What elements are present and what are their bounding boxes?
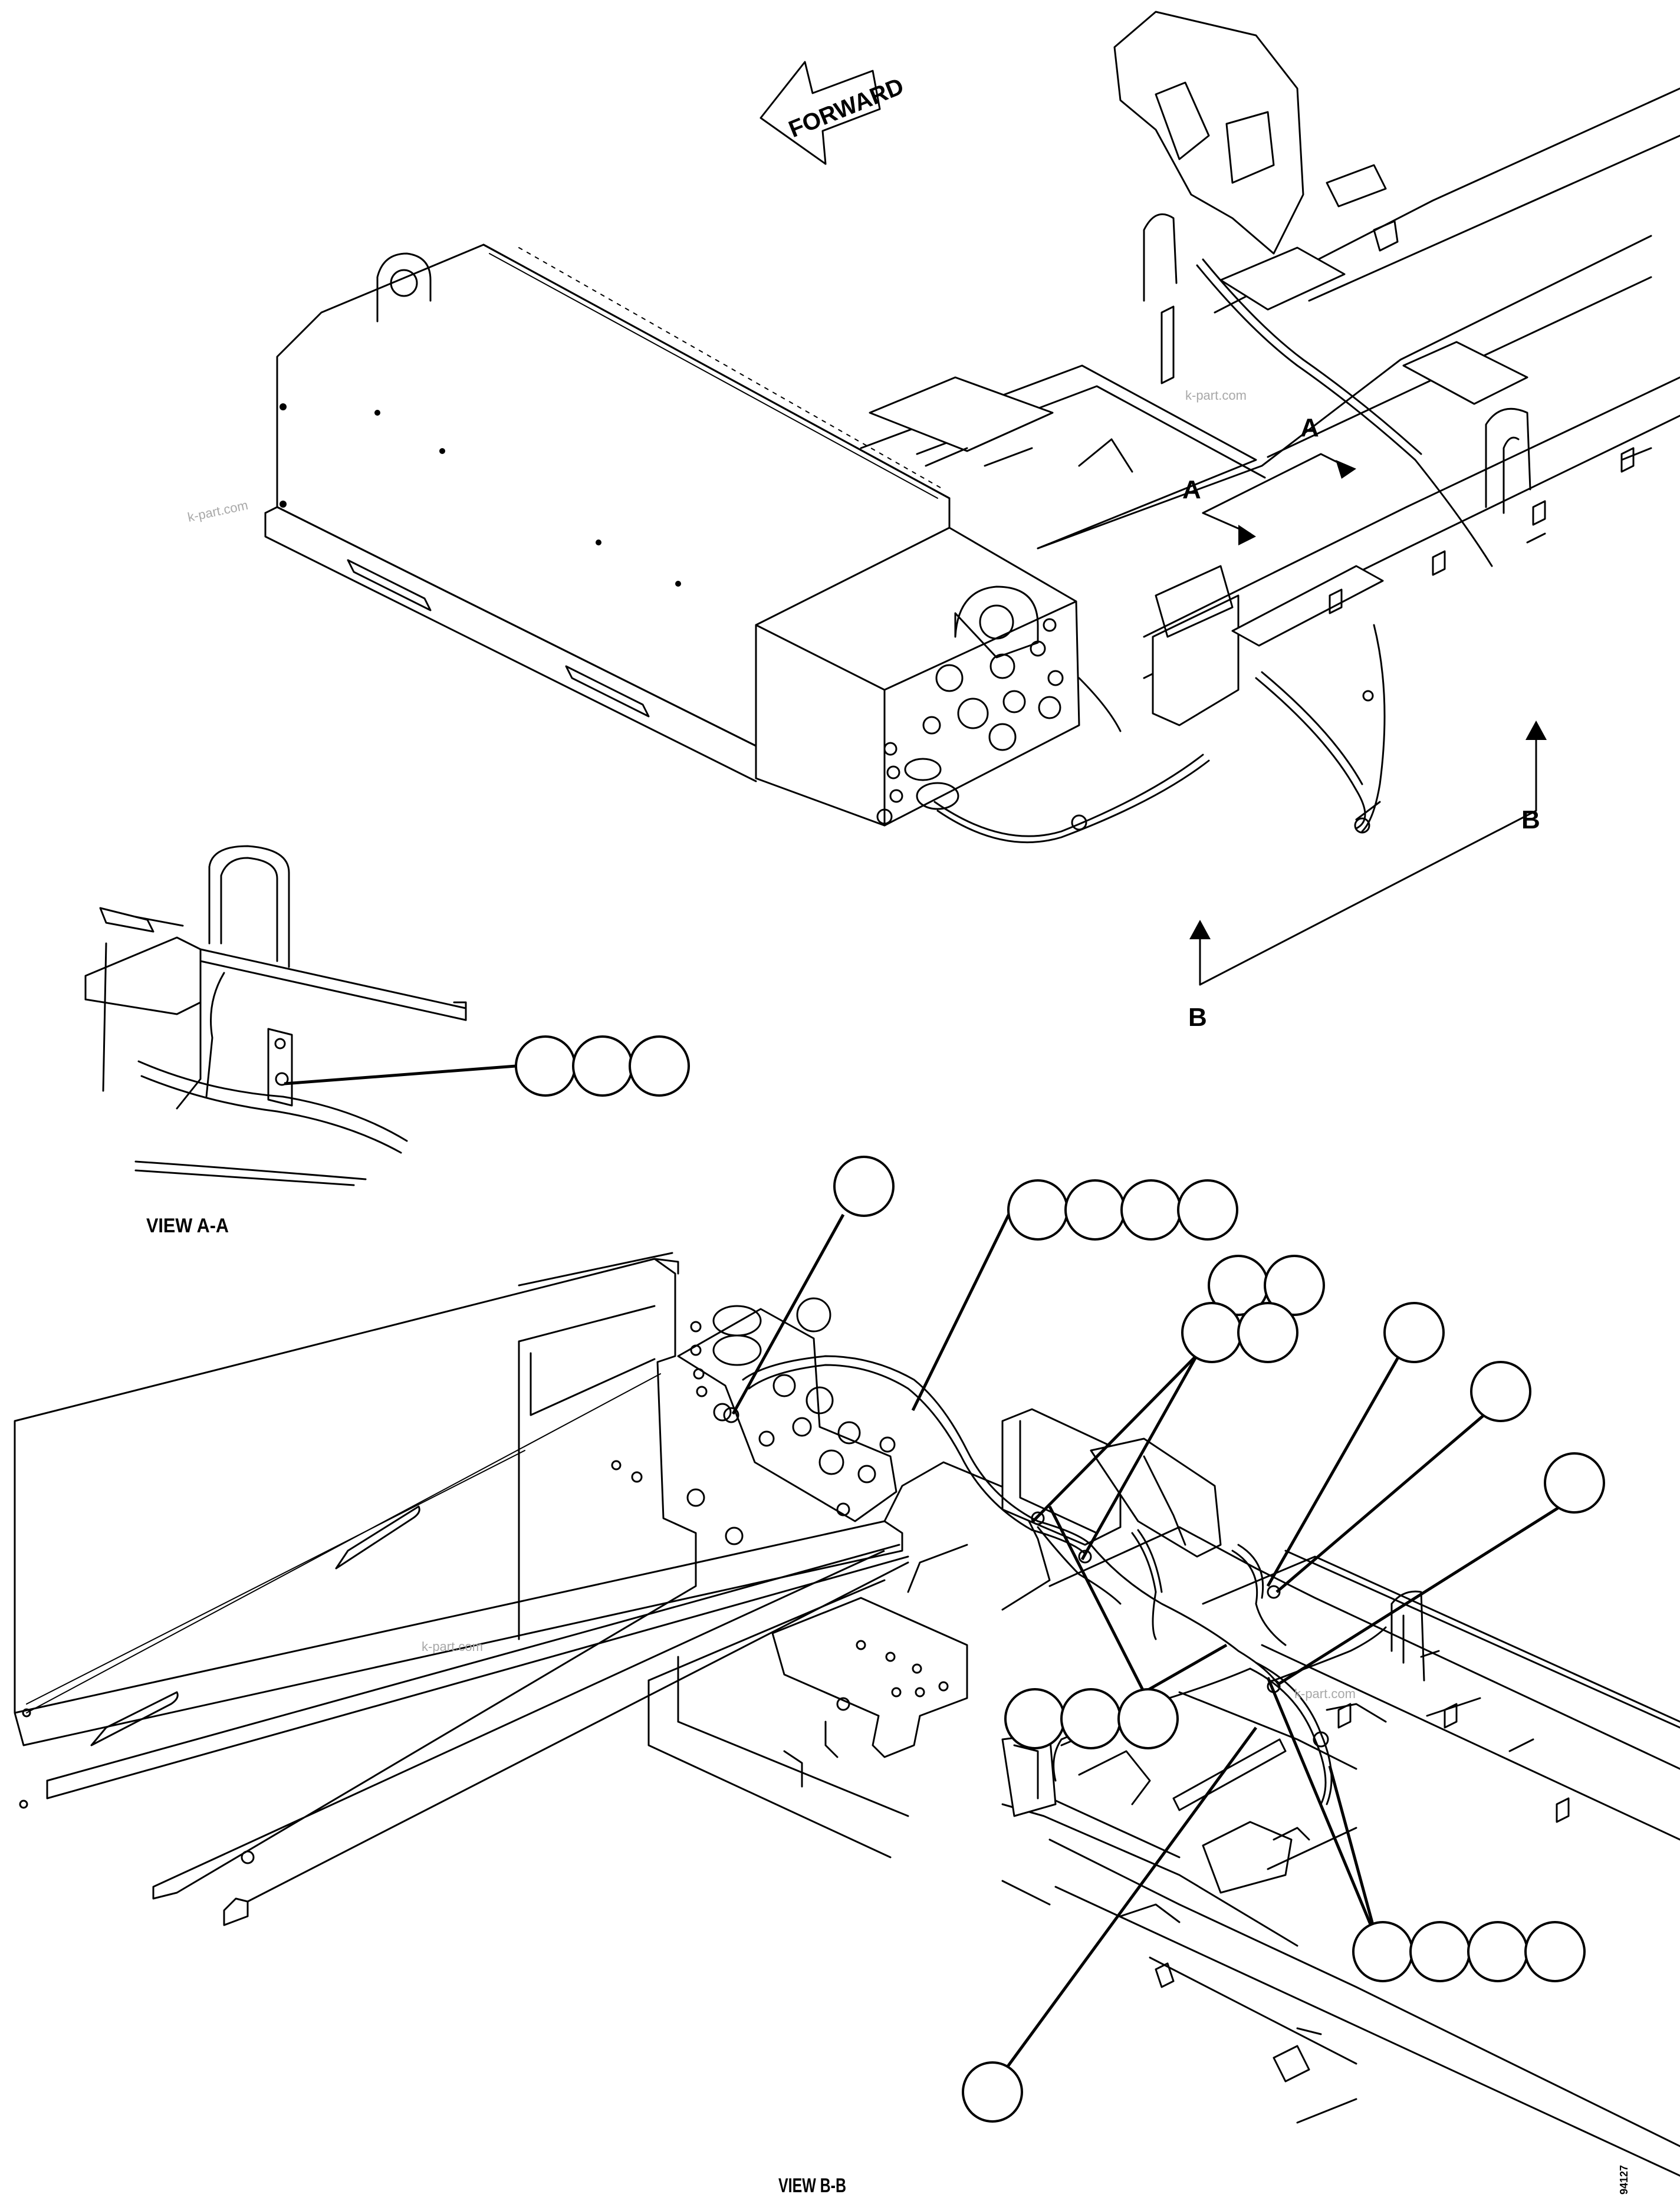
forward-label: FORWARD	[785, 73, 907, 143]
callout-bubble	[1237, 1302, 1298, 1363]
callout-bubble	[1117, 1688, 1179, 1749]
callout-bubble	[1467, 1921, 1528, 1982]
view-aa: VIEW A-A	[84, 845, 690, 1237]
watermark-3: k-part.com	[422, 1639, 483, 1654]
watermark-4: k-part.com	[1294, 1686, 1356, 1701]
wire-harness	[933, 258, 1493, 843]
watermark-1: k-part.com	[1185, 388, 1247, 403]
callout-bubble	[572, 1035, 633, 1097]
callout-bubble	[1409, 1921, 1471, 1982]
callout-bubble	[1352, 1921, 1413, 1982]
forward-arrow: FORWARD	[760, 61, 908, 165]
section-a-label-top: A	[1300, 413, 1319, 442]
callout-bubble	[1524, 1921, 1586, 1982]
callout-bubble	[1004, 1688, 1066, 1749]
view-bb: VIEW B-B	[14, 1156, 1680, 2197]
watermark-2: k-part.com	[186, 498, 249, 525]
section-b-label-right: B	[1521, 805, 1540, 834]
callout-bubble	[1181, 1302, 1242, 1363]
callout-bubble	[1060, 1688, 1122, 1749]
callout-bubble	[1264, 1255, 1325, 1316]
view-aa-title: VIEW A-A	[146, 1215, 229, 1237]
section-a-marker: A A	[1182, 413, 1356, 545]
callout-bubble	[1120, 1179, 1182, 1241]
section-a-label-left: A	[1182, 475, 1201, 504]
callout-bubble	[833, 1156, 895, 1217]
callout-bubble	[1544, 1452, 1605, 1514]
callout-bubble	[629, 1035, 690, 1097]
view-bb-title: VIEW B-B	[778, 2175, 846, 2197]
callout-bubble	[515, 1035, 576, 1097]
callout-bubble	[1177, 1179, 1238, 1241]
control-box	[755, 527, 1080, 827]
main-assembly-view: FORWARD	[264, 11, 1680, 1032]
callout-bubble	[1383, 1302, 1445, 1363]
callout-bubble	[962, 2061, 1023, 2123]
machine-frame	[860, 11, 1680, 726]
callout-bubble	[1470, 1361, 1531, 1422]
callout-bubble	[1007, 1179, 1069, 1241]
drawing-number: 94127	[1618, 2165, 1630, 2195]
callout-bubble	[1064, 1179, 1126, 1241]
section-b-label-left: B	[1188, 1003, 1207, 1032]
section-b-marker: B B	[1188, 721, 1547, 1032]
